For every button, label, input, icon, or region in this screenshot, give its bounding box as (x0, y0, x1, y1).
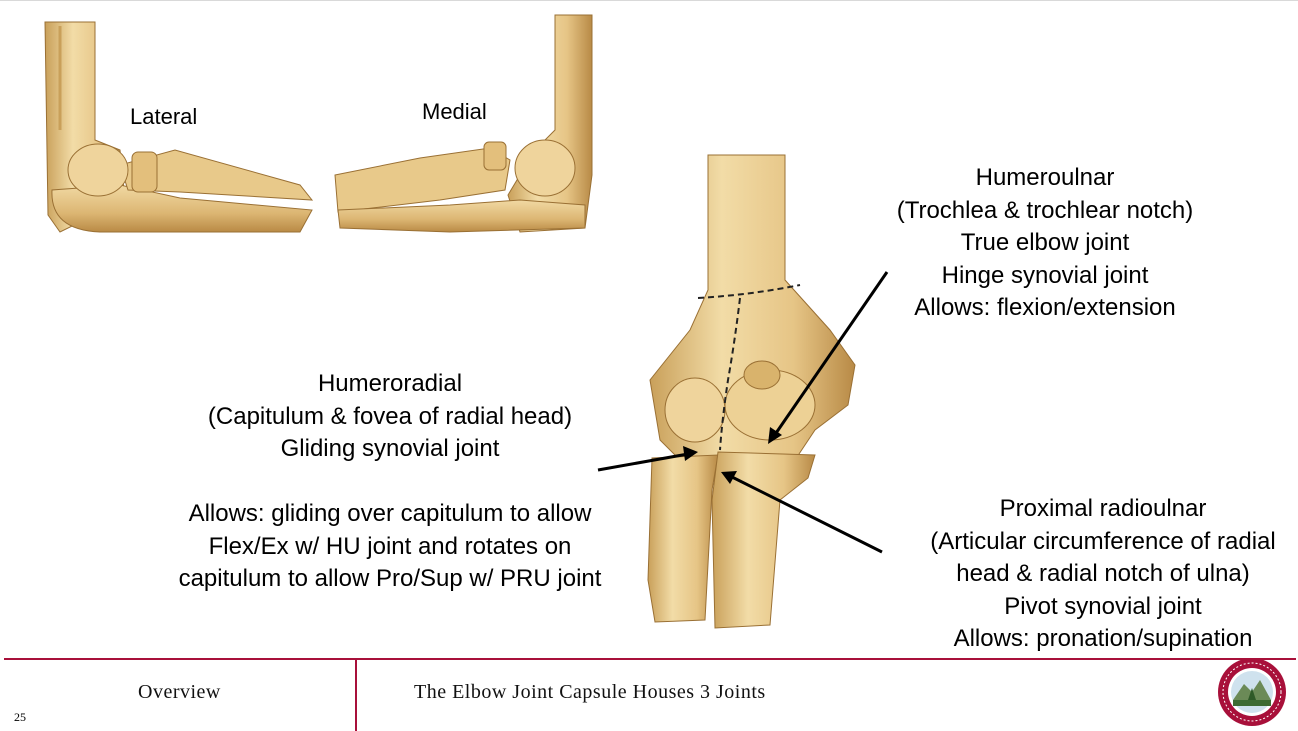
footer-title: The Elbow Joint Capsule Houses 3 Joints (414, 681, 766, 703)
lateral-label: Lateral (130, 104, 198, 129)
page-number: 25 (14, 710, 26, 724)
footer-divider (4, 658, 1296, 660)
proximal-radioulnar-text: Proximal radioulnar (Articular circumfer… (905, 493, 1298, 656)
humeroradial-allows-text: Allows: gliding over capitulum to allow … (140, 498, 640, 596)
humeroulnar-allows: Allows: flexion/extension (914, 294, 1176, 321)
proximal-radioulnar-type: Pivot synovial joint (1004, 592, 1202, 620)
slide-border (0, 0, 1298, 1)
humeroradial-type: Gliding synovial joint (280, 435, 500, 462)
footer-separator (355, 660, 357, 731)
footer-section: Overview (138, 681, 221, 703)
medial-elbow-image (334, 14, 593, 233)
humeroulnar-articulation: (Trochlea & trochlear notch) (896, 196, 1194, 224)
humeroradial-allows-line: Allows: gliding over capitulum to allow (188, 500, 592, 527)
humeroradial-articulation: (Capitulum & fovea of radial head) (207, 402, 573, 430)
pointer-arrows (597, 271, 889, 554)
proximal-radioulnar-articulation: (Articular circumference of radial (930, 527, 1276, 555)
humeroulnar-title: Humeroulnar (975, 164, 1115, 191)
humeroulnar-type: Hinge synovial joint (941, 261, 1149, 289)
humeroulnar-desc: True elbow joint (960, 229, 1130, 256)
humeroradial-text: Humeroradial (Capitulum & fovea of radia… (170, 368, 610, 466)
lateral-elbow-image (44, 21, 314, 233)
humeroradial-title: Humeroradial (317, 370, 463, 397)
humeroradial-allows-line: Flex/Ex w/ HU joint and rotates on (208, 532, 572, 560)
proximal-radioulnar-title: Proximal radioulnar (999, 495, 1207, 522)
proximal-radioulnar-allows: Allows: pronation/supination (953, 625, 1253, 652)
humeroulnar-text: Humeroulnar (Trochlea & trochlear notch)… (875, 162, 1215, 325)
humeroradial-allows-line: capitulum to allow Pro/Sup w/ PRU joint (178, 565, 602, 592)
medial-label: Medial (422, 99, 487, 124)
anterior-elbow-image (647, 154, 856, 629)
proximal-radioulnar-articulation-cont: head & radial notch of ulna) (956, 560, 1250, 587)
